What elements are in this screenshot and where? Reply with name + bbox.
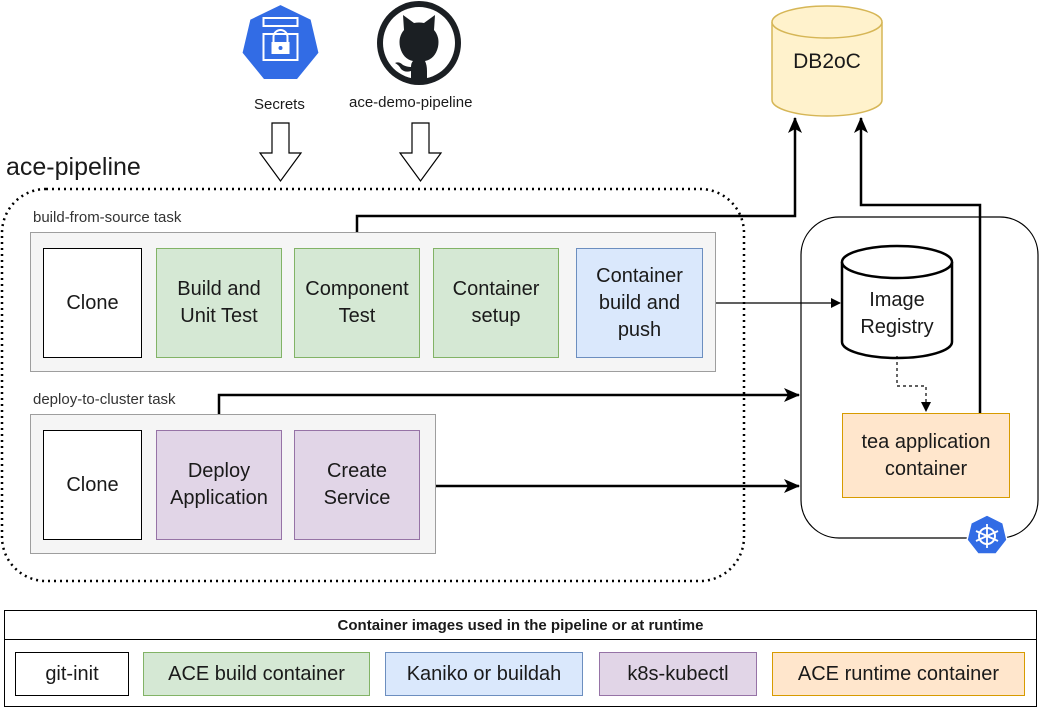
secrets-label: Secrets xyxy=(254,96,305,113)
legend-item-k8s-kubectl: k8s-kubectl xyxy=(599,652,757,696)
database-cylinder xyxy=(771,5,883,117)
legend-item-kaniko-buildah: Kaniko or buildah xyxy=(385,652,583,696)
repo-label: ace-demo-pipeline xyxy=(349,94,473,111)
deploy-step-create-service: Create Service xyxy=(294,430,420,540)
build-step-container-setup: Container setup xyxy=(433,248,559,358)
build-step-component-test: Component Test xyxy=(294,248,420,358)
repo-down-arrow xyxy=(398,122,443,183)
github-icon xyxy=(377,1,461,85)
kubernetes-icon xyxy=(966,514,1008,555)
app-to-db-arrow xyxy=(854,117,982,414)
app-container: tea application container xyxy=(842,413,1010,498)
legend-item-ace-runtime: ACE runtime container xyxy=(772,652,1025,696)
database-label: DB2oC xyxy=(793,49,861,73)
kubernetes-secret-icon xyxy=(240,2,321,81)
secrets-down-arrow xyxy=(258,122,303,183)
deploy-task-label: deploy-to-cluster task xyxy=(33,391,176,408)
legend-item-git-init: git-init xyxy=(15,652,129,696)
build-step-clone: Clone xyxy=(43,248,142,358)
build-task-label: build-from-source task xyxy=(33,209,182,226)
registry-to-app-arrow xyxy=(896,356,931,412)
legend-item-ace-build: ACE build container xyxy=(143,652,370,696)
legend-title: Container images used in the pipeline or… xyxy=(4,610,1037,640)
pipeline-boundary xyxy=(0,187,746,583)
build-step-build-unit-test: Build and Unit Test xyxy=(156,248,282,358)
registry-label: Image Registry xyxy=(860,289,934,338)
pipeline-title: ace-pipeline xyxy=(6,153,141,181)
build-step-container-build-push: Container build and push xyxy=(576,248,703,358)
deploy-step-clone: Clone xyxy=(43,430,142,540)
deploy-step-deploy-application: Deploy Application xyxy=(156,430,282,540)
